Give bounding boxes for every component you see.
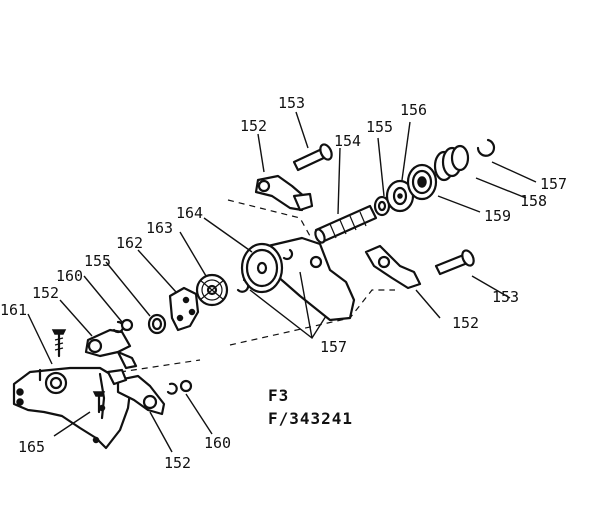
label-152-left: 152: [32, 284, 59, 302]
cam-162: [168, 286, 200, 332]
lever-arm-152-right: [364, 244, 422, 290]
label-157-bottom: 157: [320, 338, 347, 356]
label-153-right: 153: [492, 288, 519, 306]
label-160-left: 160: [56, 267, 83, 285]
figure-caption: F3 F/343241: [268, 386, 353, 428]
label-155-top: 155: [366, 118, 393, 136]
label-163: 163: [146, 219, 173, 237]
pulley-164: [240, 242, 284, 294]
label-165: 165: [18, 438, 45, 456]
label-155-left: 155: [84, 252, 111, 270]
label-152-top: 152: [240, 117, 267, 135]
clip-160-bottom: [166, 379, 193, 395]
label-154: 154: [334, 132, 361, 150]
lever-arm-152-bottom: [106, 368, 166, 416]
clip-near-pulley: [282, 248, 294, 261]
lever-arm-152-left: [84, 328, 138, 370]
clip-160-left: [112, 318, 134, 334]
assembly-guide-lines: [119, 199, 395, 373]
gear-159: [406, 163, 438, 201]
gear-163: [195, 273, 229, 307]
label-159: 159: [484, 207, 511, 225]
label-157-right: 157: [540, 175, 567, 193]
leader-lines: [27, 111, 537, 453]
label-152-right: 152: [452, 314, 479, 332]
screw-165: [92, 391, 106, 414]
clip-157-right: [476, 138, 496, 157]
label-161: 161: [0, 301, 27, 319]
pin-153-right: [434, 249, 475, 276]
label-156: 156: [400, 101, 427, 119]
screw-161: [51, 329, 67, 358]
spring-158: [433, 144, 470, 182]
callout-labels: 153 152 154 155 156 157 158 159 164 163 …: [0, 94, 567, 472]
shaft-154: [314, 204, 378, 244]
label-162: 162: [116, 234, 143, 252]
label-158: 158: [520, 192, 547, 210]
lever-arm-152-top: [254, 174, 314, 212]
caption-line-2: F/343241: [268, 409, 353, 428]
label-153-top: 153: [278, 94, 305, 112]
washer-155-left: [147, 313, 167, 335]
label-160-bottom: 160: [204, 434, 231, 452]
label-152-bottom: 152: [164, 454, 191, 472]
label-164: 164: [176, 204, 203, 222]
base-frame-part: [12, 366, 132, 450]
pin-153-top: [292, 143, 333, 172]
caption-line-1: F3: [268, 386, 289, 405]
